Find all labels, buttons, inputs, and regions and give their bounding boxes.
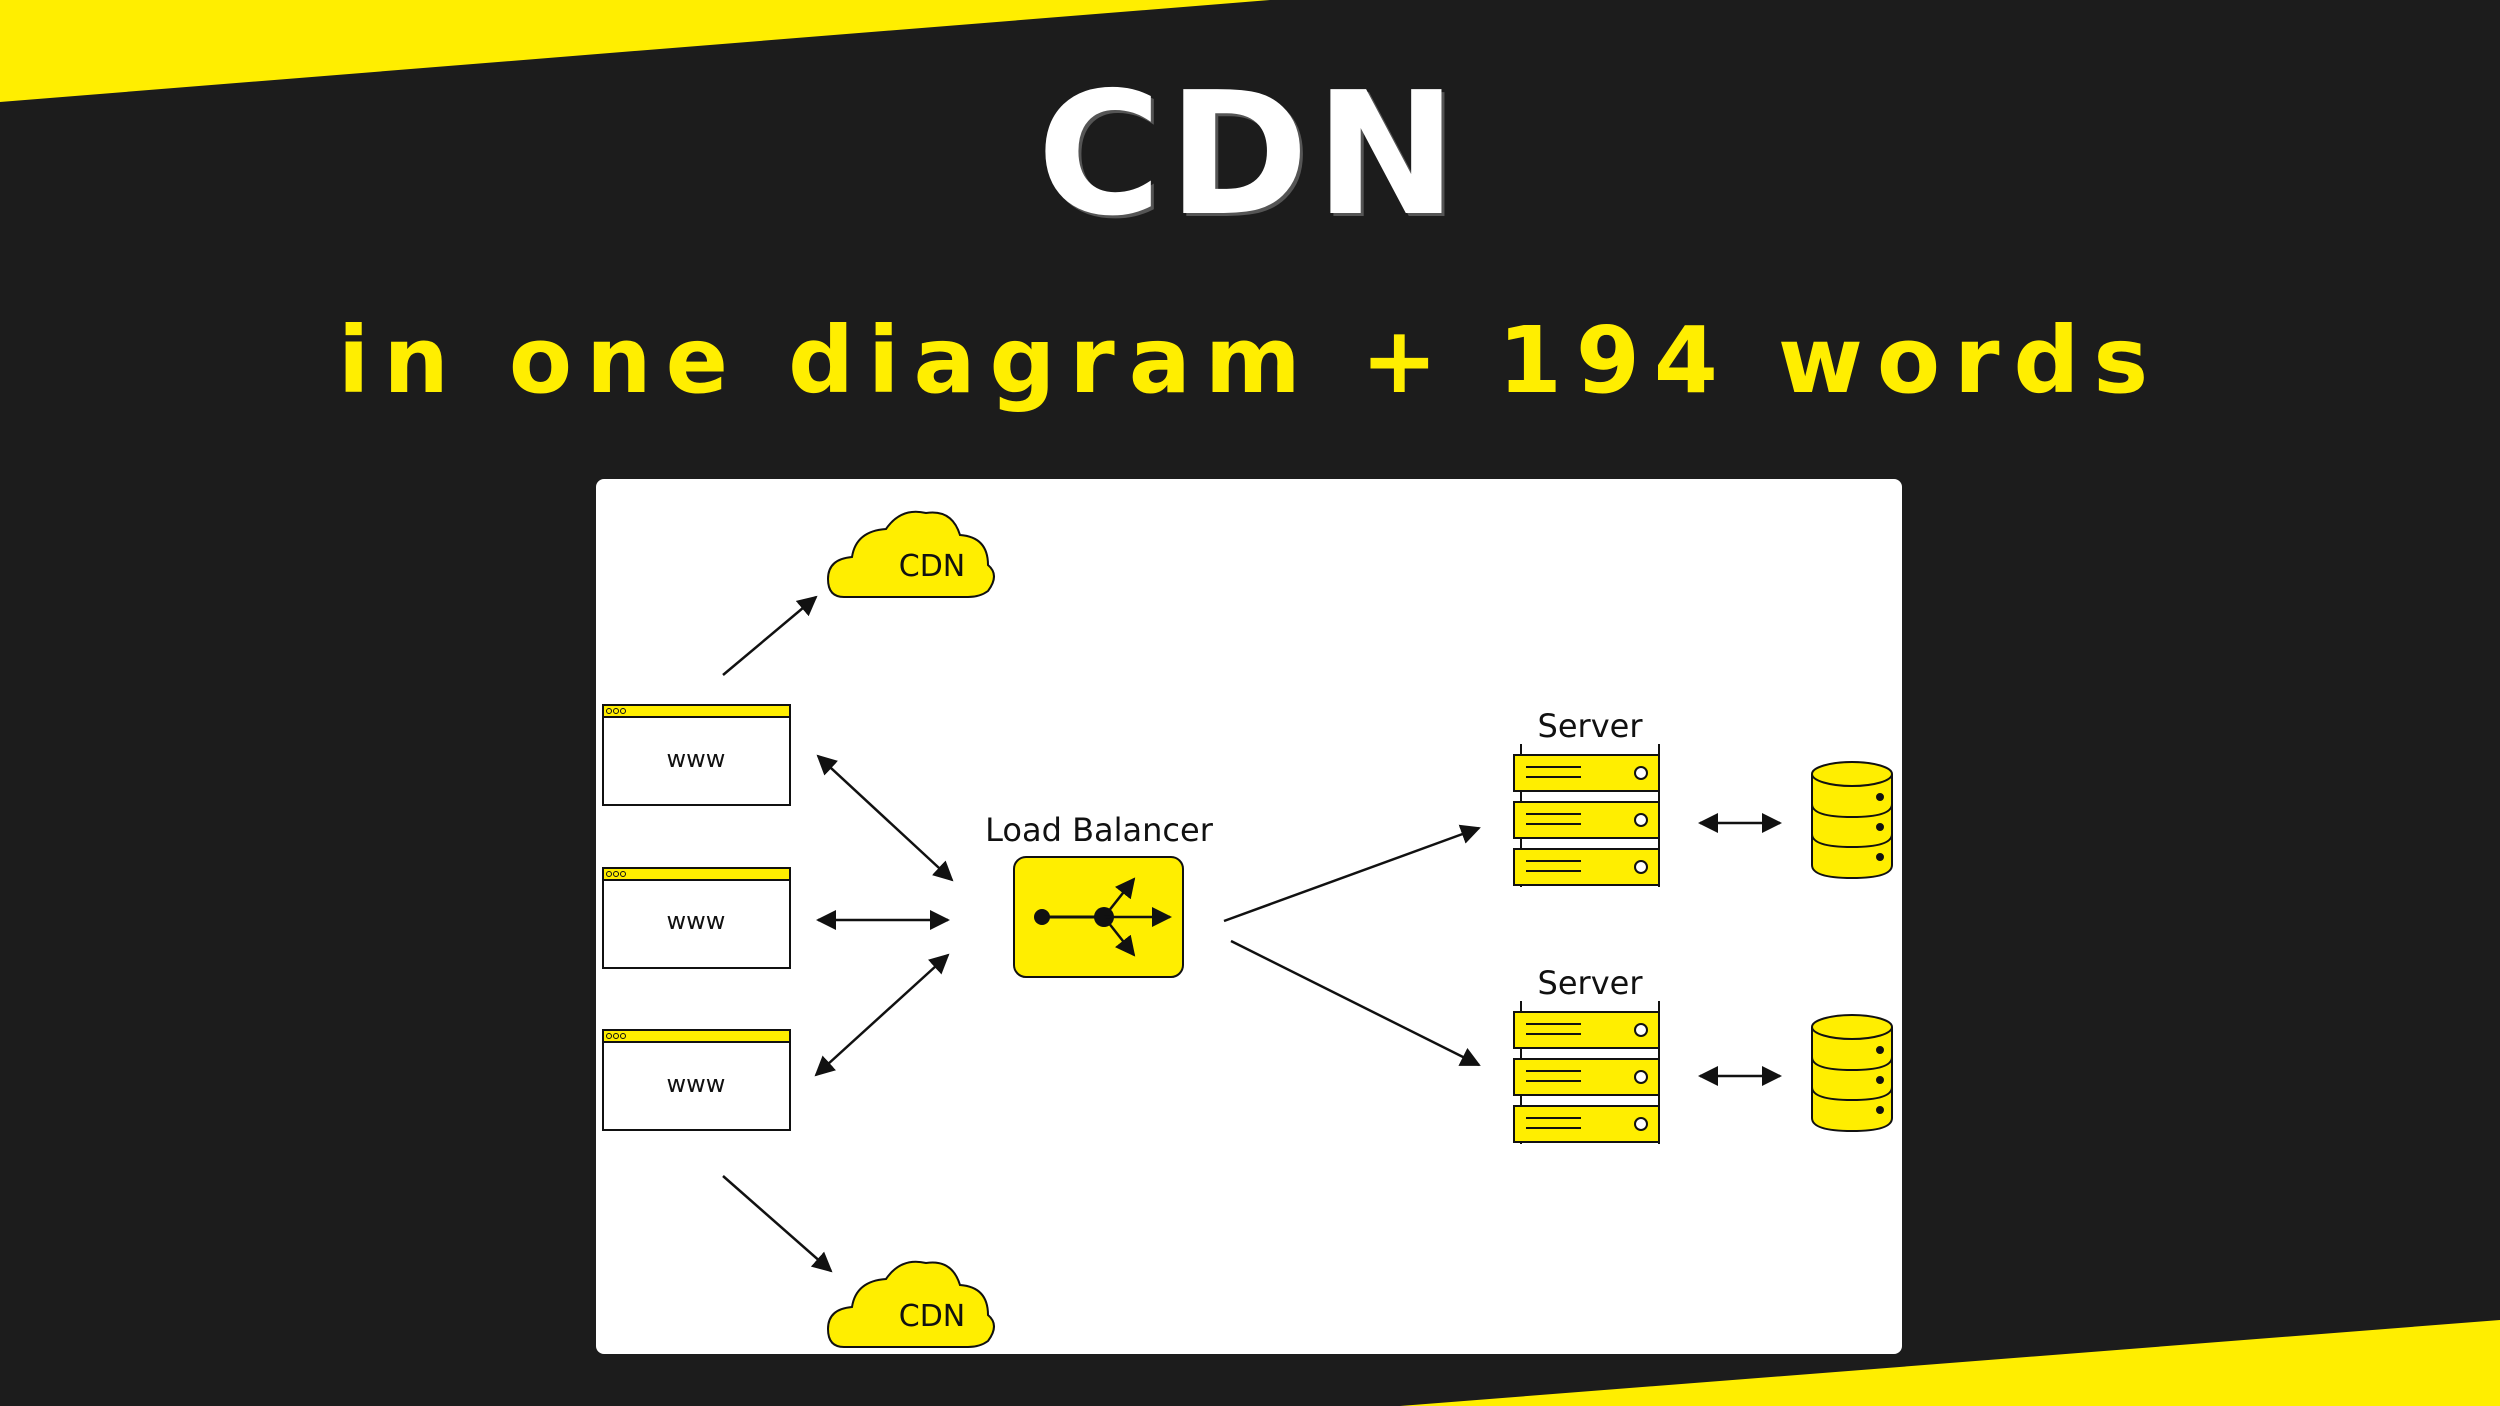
arrow-browser-to-cdn-bottom	[722, 1175, 833, 1273]
page-title: CDN	[1036, 56, 1464, 254]
cdn-label-top: CDN	[899, 549, 966, 584]
browser-window-3: www	[602, 1029, 791, 1131]
diagram-panel: CDN CDN www www ww	[596, 479, 1902, 1354]
browser-window-1: www	[602, 704, 791, 806]
database-icon-2	[1811, 1014, 1893, 1133]
cdn-cloud-top: CDN	[826, 510, 995, 598]
load-balancer: Load Balancer	[985, 811, 1214, 978]
arrow-lb-to-server-2	[1230, 939, 1481, 1067]
page-subtitle: in one diagram + 194 words	[337, 307, 2163, 414]
server-1: Server	[1513, 707, 1660, 887]
browser-window-2: www	[602, 867, 791, 969]
cdn-diagram: CDN CDN www www ww	[602, 510, 1893, 1348]
load-balancer-icon	[1034, 877, 1172, 957]
server-label-2: Server	[1538, 964, 1644, 1002]
arrow-lb-to-server-1	[1223, 824, 1481, 923]
arrow-browser1-lb	[816, 754, 954, 882]
connection-arrows	[722, 595, 1782, 1273]
cdn-label-bottom: CDN	[899, 1299, 966, 1334]
load-balancer-label: Load Balancer	[985, 811, 1214, 849]
browser-label-3: www	[667, 1070, 726, 1098]
browser-label-2: www	[667, 907, 726, 935]
server-label-1: Server	[1538, 707, 1644, 745]
arrow-browser-to-cdn-top	[722, 595, 818, 676]
arrow-browser3-lb	[814, 953, 950, 1077]
server-2: Server	[1513, 964, 1660, 1144]
database-icon-1	[1811, 761, 1893, 880]
cdn-cloud-bottom: CDN	[826, 1260, 995, 1348]
browser-label-1: www	[667, 745, 726, 773]
